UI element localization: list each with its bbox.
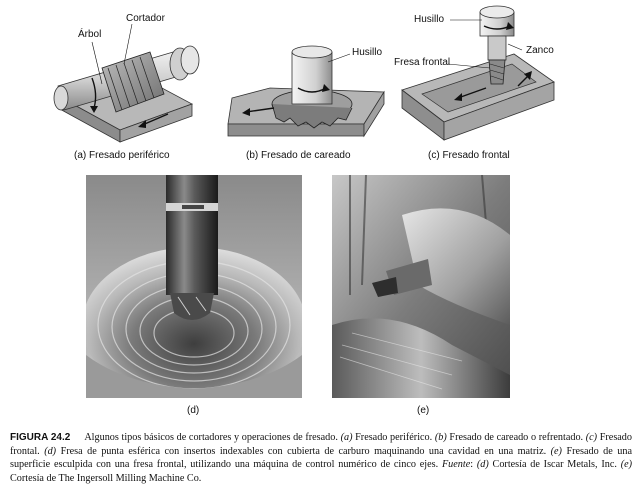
- label-shaft: Árbol: [78, 29, 102, 40]
- caption-run: (d): [476, 459, 489, 471]
- caption-b: (b) Fresado de careado: [246, 150, 351, 161]
- caption-run: Fresado periférico.: [352, 432, 435, 443]
- photo-e-illustration: [332, 175, 510, 398]
- caption-d: (d): [187, 405, 200, 416]
- peripheral-milling-drawing: [53, 23, 200, 143]
- caption-run: Fresado de careado o refrentado.: [446, 432, 586, 443]
- caption-e: (e): [417, 405, 430, 416]
- figure-caption-text: Algunos tipos básicos de cortadores y op…: [10, 432, 632, 484]
- caption-run: Fresado frontal.: [10, 432, 632, 457]
- figure-number: FIGURA 24.2: [10, 432, 71, 443]
- photo-d-ball-nose-mill: [86, 175, 302, 398]
- figure-b-face-milling: Husillo: [224, 38, 400, 150]
- caption-c: (c) Fresado frontal: [428, 150, 510, 161]
- figure-c-end-milling: Husillo Zanco Fresa frontal: [394, 2, 570, 148]
- label-cutter: Cortador: [126, 13, 165, 24]
- caption-a: (a) Fresado periférico: [74, 150, 170, 161]
- caption-run: (c): [585, 432, 598, 443]
- label-shank: Zanco: [526, 45, 554, 56]
- end-milling-drawing: [401, 5, 555, 141]
- caption-run: Fresa de punta esférica con insertos ind…: [56, 445, 551, 457]
- caption-run: Fuente: [441, 459, 471, 471]
- photo-e-five-axis-milling: [332, 175, 510, 398]
- figure-caption: FIGURA 24.2 Algunos tipos básicos de cort…: [10, 431, 632, 485]
- caption-run: Algunos tipos básicos de cortadores y op…: [84, 432, 341, 443]
- caption-run: Cortesía de The Ingersoll Milling Machin…: [10, 472, 202, 484]
- label-spindle: Husillo: [352, 47, 383, 58]
- label-end-mill: Fresa frontal: [394, 57, 451, 68]
- caption-run: Cortesía de Iscar Metals, Inc.: [488, 459, 621, 471]
- caption-run: (e): [550, 445, 562, 457]
- caption-run: (a): [340, 432, 353, 443]
- caption-run: :: [470, 459, 477, 471]
- caption-run: (d): [44, 445, 57, 457]
- face-milling-drawing: [227, 45, 385, 138]
- figure-a-peripheral-milling: Árbol Cortador: [40, 8, 220, 148]
- label-spindle-c: Husillo: [414, 14, 445, 25]
- caption-run: (b): [434, 432, 447, 443]
- photo-d-illustration: [86, 175, 302, 398]
- caption-run: (e): [620, 459, 632, 471]
- caption-run: Fresado de una superficie esculpida con …: [10, 445, 632, 471]
